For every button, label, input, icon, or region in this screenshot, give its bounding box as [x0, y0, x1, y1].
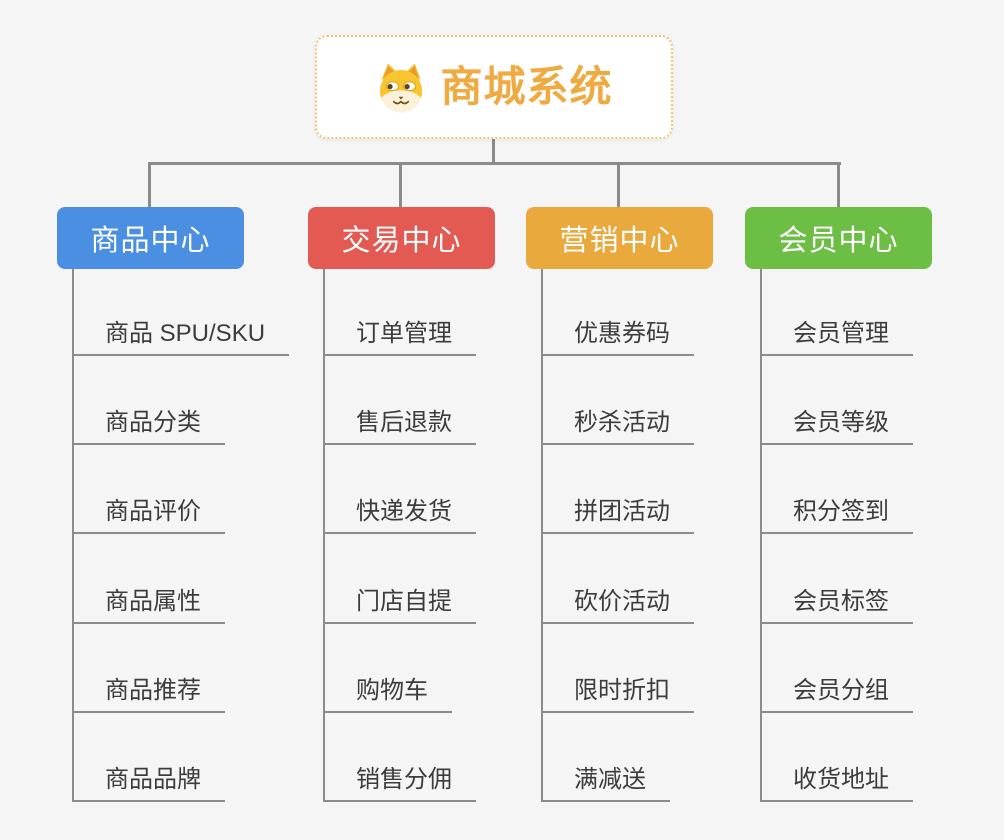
branch-children-product: 商品 SPU/SKU 商品分类 商品评价 商品属性 商品推荐 商品品牌 [72, 269, 322, 802]
branch-children-trade: 订单管理 售后退款 快递发货 门店自提 购物车 销售分佣 [323, 269, 573, 802]
branch-node-trade-center[interactable]: 交易中心 [308, 207, 495, 269]
connector-drop-product [148, 164, 151, 207]
leaf-node[interactable]: 会员分组 [762, 676, 913, 713]
leaf-node[interactable]: 限时折扣 [543, 676, 694, 713]
leaf-node[interactable]: 订单管理 [325, 319, 476, 356]
leaf-node[interactable]: 优惠券码 [543, 319, 694, 356]
leaf-node[interactable]: 售后退款 [325, 408, 476, 445]
branch-label: 营销中心 [559, 225, 680, 257]
leaf-node[interactable]: 销售分佣 [325, 765, 476, 802]
branch-children-marketing: 优惠券码 秒杀活动 拼团活动 砍价活动 限时折扣 满减送 [541, 269, 791, 802]
connector-drop-trade [399, 164, 402, 207]
branch-label: 商品中心 [90, 225, 211, 257]
leaf-node[interactable]: 会员等级 [762, 408, 913, 445]
connector-drop-member [837, 164, 840, 207]
connector-root-stem [492, 139, 495, 165]
leaf-node[interactable]: 购物车 [325, 676, 452, 713]
leaf-node[interactable]: 商品分类 [74, 408, 225, 445]
branch-label: 交易中心 [341, 225, 462, 257]
leaf-node[interactable]: 商品品牌 [74, 765, 225, 802]
leaf-node[interactable]: 会员管理 [762, 319, 913, 356]
leaf-node[interactable]: 收货地址 [762, 765, 913, 802]
branch-children-member: 会员管理 会员等级 积分签到 会员标签 会员分组 收货地址 [760, 269, 1004, 802]
leaf-node[interactable]: 满减送 [543, 765, 670, 802]
leaf-node[interactable]: 商品 SPU/SKU [74, 319, 290, 356]
connector-drop-marketing [617, 164, 620, 207]
leaf-node[interactable]: 拼团活动 [543, 497, 694, 534]
branch-label: 会员中心 [778, 225, 899, 257]
root-title: 商城系统 [440, 63, 613, 110]
root-node[interactable]: 商城系统 [315, 35, 673, 139]
branch-node-marketing-center[interactable]: 营销中心 [526, 207, 713, 269]
leaf-node[interactable]: 商品评价 [74, 497, 225, 534]
leaf-node[interactable]: 门店自提 [325, 587, 476, 624]
doge-icon [380, 63, 423, 113]
leaf-node[interactable]: 秒杀活动 [543, 408, 694, 445]
leaf-node[interactable]: 砍价活动 [543, 587, 694, 624]
connector-horizontal [148, 162, 841, 165]
leaf-node[interactable]: 会员标签 [762, 587, 913, 624]
leaf-node[interactable]: 快递发货 [325, 497, 476, 534]
leaf-node[interactable]: 商品属性 [74, 587, 225, 624]
branch-node-member-center[interactable]: 会员中心 [745, 207, 932, 269]
leaf-node[interactable]: 积分签到 [762, 497, 913, 534]
leaf-node[interactable]: 商品推荐 [74, 676, 225, 713]
branch-node-product-center[interactable]: 商品中心 [57, 207, 244, 269]
